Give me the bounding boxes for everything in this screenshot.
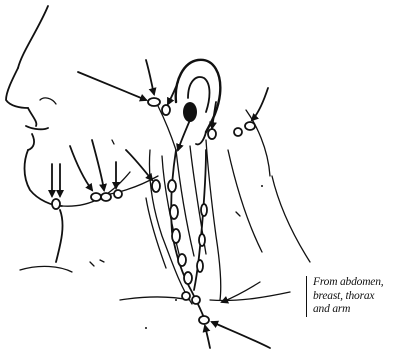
nasolabial-fold (40, 98, 56, 104)
arrow-thorax-to-supraclavicular (205, 326, 210, 348)
submandibular-node-1 (91, 193, 101, 201)
lymph-nodes (52, 98, 255, 324)
neck-structures (120, 110, 310, 304)
arrow-forehead-to-parotid (146, 60, 154, 94)
skin-mark-3 (236, 212, 240, 216)
skin-mark-1 (90, 262, 94, 266)
shoulder-line (210, 292, 290, 301)
arrow-face-to-submandibular (92, 140, 104, 190)
arrow-scalp-to-preauricular (78, 72, 146, 100)
source-annotation: From abdomen, breast, thorax and arm (306, 276, 408, 317)
muscle-fiber-4 (146, 198, 166, 268)
lower-neck-outline (20, 266, 72, 272)
skin-mark-2 (100, 260, 104, 262)
deep-cervical-node-2 (170, 205, 178, 219)
face-profile (6, 6, 130, 272)
annotation-line-2: breast, thorax (313, 290, 408, 304)
parotid-node (162, 105, 170, 115)
lower-lip-outline (28, 134, 34, 150)
speck-1 (261, 185, 263, 187)
occipital-node-1 (234, 128, 242, 136)
jugulodigastric-node (152, 180, 160, 192)
deep-cervical-node-4 (178, 254, 186, 266)
arrow-ear-to-deep-chain (178, 120, 190, 150)
supraclavicular-node-2 (192, 296, 200, 304)
preauricular-node (148, 98, 160, 106)
back-of-neck-outline (272, 176, 310, 262)
accessory-node-3 (197, 260, 203, 272)
supraclavicular-node-1 (182, 292, 190, 300)
supraclavicular-node-3 (199, 316, 209, 324)
nose-outline (6, 68, 28, 108)
ear-lobe (196, 132, 206, 144)
submandibular-node-3 (114, 190, 122, 198)
submandibular-node-2 (101, 193, 111, 201)
arrow-neck-to-supraclavicular (212, 322, 270, 348)
forehead-outline (18, 6, 48, 68)
accessory-node-2 (199, 234, 205, 246)
speck-2 (175, 299, 177, 301)
postauricular-node (208, 129, 216, 139)
arrow-tongue-to-jugulodigastric (126, 150, 152, 180)
occipital-node-2 (245, 122, 255, 130)
lymphatic-chains (96, 106, 206, 318)
upper-lip-outline (28, 108, 36, 126)
annotation-line-3: and arm (313, 303, 408, 317)
deep-cervical-node-1 (168, 180, 176, 192)
sternocleidomastoid-back (206, 140, 221, 300)
deep-cervical-node-5 (184, 272, 192, 284)
skin-mark-4 (112, 140, 114, 144)
submental-node (52, 199, 60, 209)
mouth-outline (26, 126, 48, 129)
annotation-line-1: From abdomen, (313, 276, 408, 290)
clavicle-line (120, 297, 190, 300)
deep-cervical-node-3 (172, 229, 180, 243)
back-of-head-outline (246, 110, 270, 176)
arrow-scalp-to-occipital (252, 88, 268, 120)
chin-outline (25, 150, 63, 206)
accessory-node-1 (201, 204, 207, 216)
speck-3 (145, 327, 147, 329)
throat-outline (56, 210, 63, 262)
arrow-cheek-to-submandibular (70, 146, 92, 190)
trapezius-line (228, 150, 262, 252)
ear-canal (183, 102, 197, 122)
